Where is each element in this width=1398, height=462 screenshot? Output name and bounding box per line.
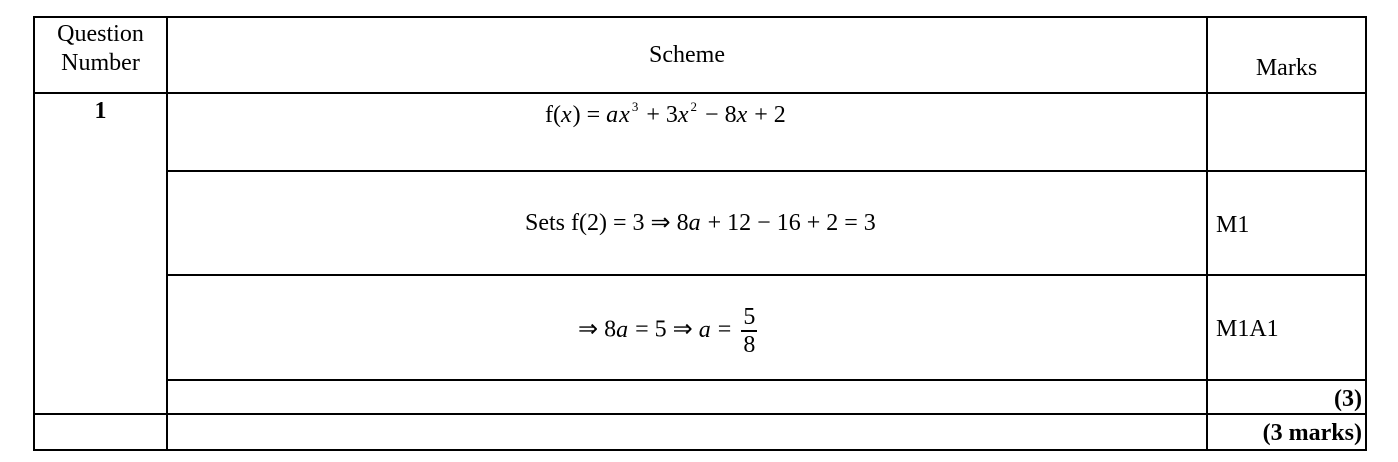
border: [166, 274, 1367, 276]
border: [33, 413, 1367, 415]
border: [33, 16, 35, 451]
scheme-line-2: Sets f(2) = 3 ⇒ 8a + 12 − 16 + 2 = 3: [525, 210, 876, 236]
border: [33, 449, 1367, 451]
question-number: 1: [94, 98, 107, 124]
border: [33, 92, 1367, 94]
header-marks: Marks: [1255, 55, 1318, 81]
header-scheme: Scheme: [649, 42, 725, 68]
header-question-number: Question Number: [57, 21, 144, 76]
mark-m1a1: M1A1: [1216, 316, 1279, 342]
mark-m1: M1: [1216, 212, 1250, 238]
border: [166, 379, 1367, 381]
border: [1365, 16, 1367, 451]
total-marks: (3 marks): [1262, 420, 1362, 446]
border: [166, 170, 1367, 172]
border: [33, 16, 1367, 18]
subtotal: (3): [1334, 386, 1362, 412]
border: [166, 16, 168, 451]
border: [1206, 16, 1208, 451]
